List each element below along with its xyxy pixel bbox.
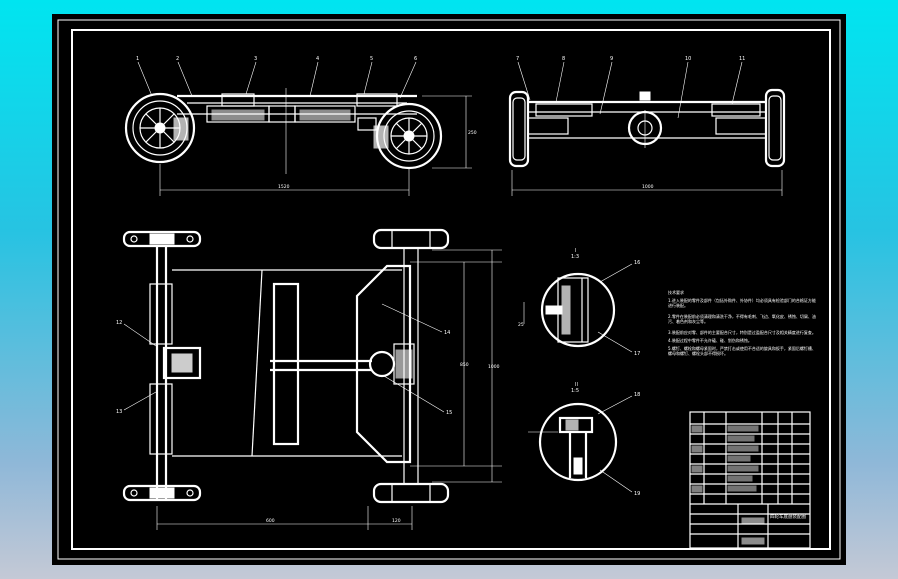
- part-label: 6: [414, 56, 417, 62]
- part-label: 11: [739, 56, 745, 62]
- detail-b: [528, 395, 633, 493]
- part-label: 17: [634, 351, 640, 357]
- part-label: 4: [316, 56, 319, 62]
- section-label: II: [575, 382, 578, 388]
- dimension-text: 250: [468, 130, 477, 136]
- title-block: [689, 411, 811, 549]
- part-label: 10: [685, 56, 691, 62]
- part-label: 1: [136, 56, 139, 62]
- part-label: 2: [176, 56, 179, 62]
- part-label: 12: [116, 320, 122, 326]
- outer-border: [57, 19, 841, 560]
- note-line: 4.装配过程中零件不允许磕、碰、划伤和锈蚀。: [668, 337, 752, 343]
- front-view-labels: 1 2 3 4 5 6: [136, 56, 417, 62]
- note-line: 3.装配前应对零、部件的主要配合尺寸，特别是过盈配合尺寸及相关精度进行复查。: [668, 329, 816, 335]
- part-label: 9: [610, 56, 613, 62]
- part-label: 3: [254, 56, 257, 62]
- front-view: [124, 61, 472, 196]
- note-line: 5.螺钉、螺栓和螺母紧固时，严禁打击或使用不合适的旋具和扳手，紧固后螺钉槽、螺母…: [668, 345, 816, 356]
- part-label: 8: [562, 56, 565, 62]
- detail-labels: 16 17 18 19 I 1:3 II 1:5: [571, 248, 640, 497]
- plan-view: [122, 228, 502, 530]
- part-label: 19: [634, 491, 640, 497]
- dimension-text: 1000: [488, 364, 500, 370]
- detail-a: [523, 263, 633, 353]
- section-label: I: [575, 248, 576, 254]
- dimension-text: 850: [460, 362, 469, 368]
- drawing-frame: 1 2 3 4 5 6 7 8 9 10 11 12 13 14 15 16 1…: [52, 14, 846, 565]
- drawing-title: 四轮车底盘装配图: [770, 513, 806, 520]
- part-label: 14: [444, 330, 450, 336]
- dimension-text: 120: [392, 518, 401, 524]
- dimension-labels: 1520 250 1000 850 1000 600 120 25: [266, 130, 654, 524]
- dimension-text: 1000: [642, 184, 654, 190]
- note-line: 2.零件在装配前必须清理和清洗干净，不得有毛刺、飞边、氧化皮、锈蚀、切屑、油污、…: [668, 313, 816, 324]
- part-label: 13: [116, 409, 122, 415]
- part-label: 16: [634, 260, 640, 266]
- dimension-text: 25: [518, 322, 524, 328]
- plan-view-labels: 12 13 14 15: [116, 320, 452, 416]
- dimension-text: 600: [266, 518, 275, 524]
- dimension-text: 1520: [278, 184, 290, 190]
- part-label: 18: [634, 392, 640, 398]
- section-scale: 1:3: [571, 254, 579, 260]
- section-scale: 1:5: [571, 388, 579, 394]
- side-view: [508, 61, 786, 196]
- side-view-labels: 7 8 9 10 11: [516, 56, 745, 62]
- part-label: 15: [446, 410, 452, 416]
- part-label: 7: [516, 56, 519, 62]
- notes-title: 技术要求: [668, 289, 684, 295]
- note-line: 1.进入装配的零件及部件（包括外购件、外协件）均必须具有检验部门的合格证方能进行…: [668, 297, 816, 308]
- cad-drawing: 1 2 3 4 5 6 7 8 9 10 11 12 13 14 15 16 1…: [57, 19, 841, 560]
- inner-border: [71, 29, 831, 550]
- technical-notes: 技术要求 1.进入装配的零件及部件（包括外购件、外协件）均必须具有检验部门的合格…: [668, 289, 816, 356]
- part-label: 5: [370, 56, 373, 62]
